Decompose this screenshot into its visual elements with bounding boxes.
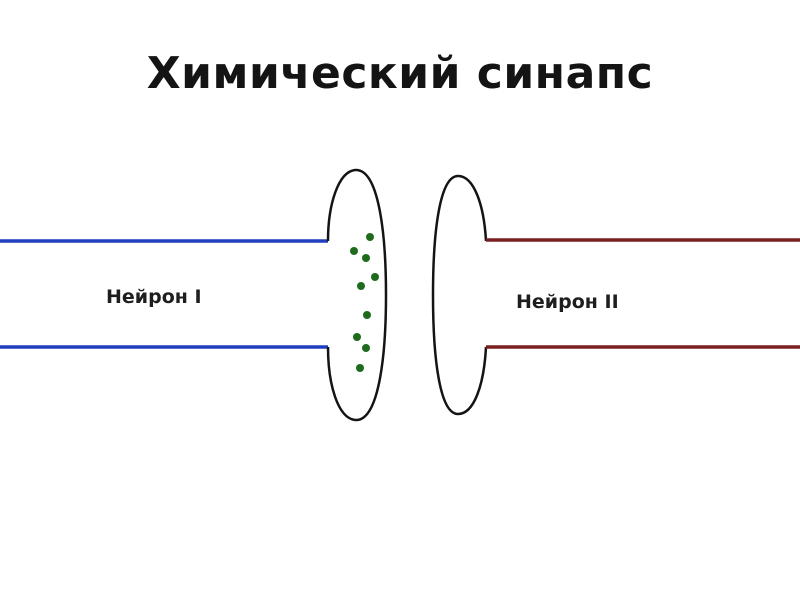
postsynaptic-membrane [433,176,486,414]
vesicle [353,333,361,341]
vesicle [356,364,364,372]
vesicle [350,247,358,255]
vesicle [366,233,374,241]
neuron-2-label: Нейрон II [516,291,619,313]
vesicle [357,282,365,290]
vesicle [363,311,371,319]
neuron-1-label: Нейрон I [106,286,202,308]
vesicle [362,344,370,352]
presynaptic-terminal [328,170,386,420]
vesicle [362,254,370,262]
vesicle [371,273,379,281]
